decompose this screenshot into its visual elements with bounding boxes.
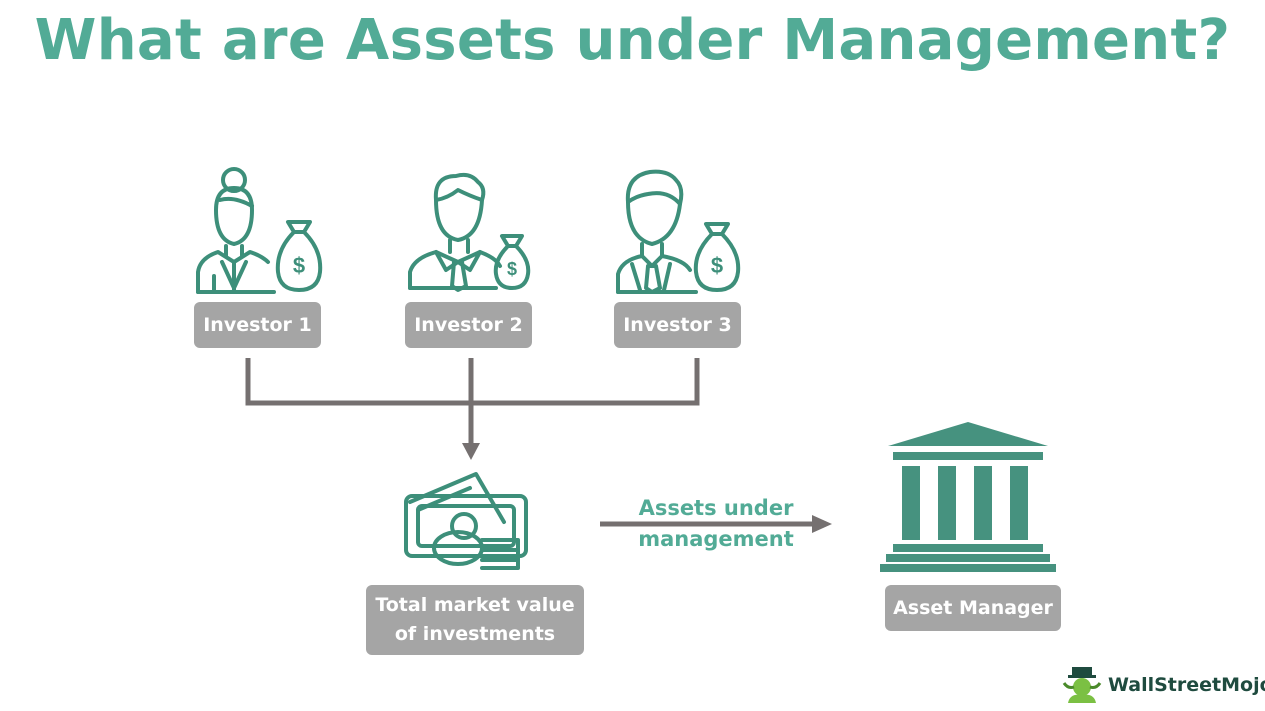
investor-1-label: Investor 1 <box>194 302 321 348</box>
aum-line1: Assets under <box>638 496 794 520</box>
dollar-sign-icon-2: $ <box>507 259 517 279</box>
page-title: What are Assets under Management? <box>34 8 1231 73</box>
male-investor-suit-icon <box>616 169 698 294</box>
brand-logo: WallStreetMojo <box>1062 665 1265 705</box>
investor-2-label: Investor 2 <box>405 302 532 348</box>
aum-line2: management <box>638 527 794 551</box>
money-bag-icon-2 <box>493 234 531 290</box>
dollar-sign-icon-3: $ <box>711 253 723 278</box>
cash-stack-icon <box>404 472 528 570</box>
female-investor-icon <box>196 167 276 294</box>
money-bag-icon-3 <box>693 222 741 292</box>
total-label-line2: of investments <box>394 623 556 645</box>
assets-under-management-label: Assets under management <box>616 493 816 555</box>
money-bag-icon-1 <box>275 220 323 292</box>
dollar-sign-icon-1: $ <box>293 253 305 278</box>
right-arrow-icon <box>812 515 832 533</box>
male-investor-icon <box>408 172 502 292</box>
down-arrow-icon <box>462 443 480 460</box>
total-label-line1: Total market value <box>375 594 575 616</box>
connector-lines <box>245 358 815 527</box>
investor-3-label: Investor 3 <box>614 302 741 348</box>
asset-manager-label: Asset Manager <box>885 585 1061 631</box>
total-market-value-label: Total market value of investments <box>366 585 584 655</box>
logo-text: WallStreetMojo <box>1108 674 1265 696</box>
logo-mark-icon <box>1062 667 1102 703</box>
bank-building-icon <box>880 422 1056 572</box>
